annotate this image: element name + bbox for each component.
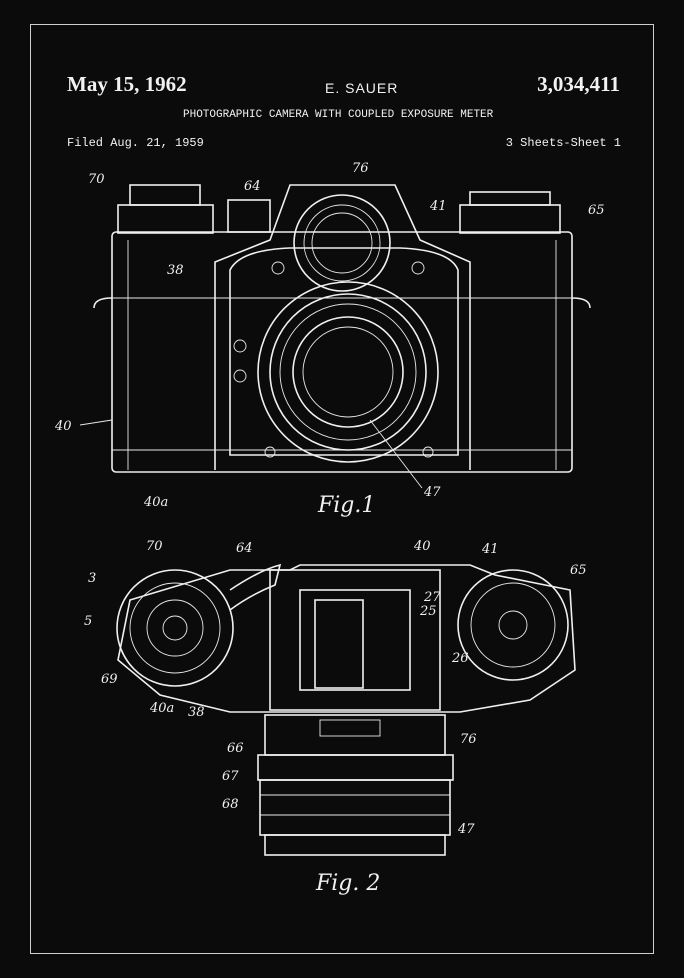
svg-text:41: 41: [481, 542, 499, 557]
patent-number: 3,034,411: [537, 72, 620, 96]
svg-text:40: 40: [54, 419, 72, 434]
svg-text:65: 65: [588, 203, 605, 218]
figure-1-labels: 70 76 64 41 65 38 40 40a 47 Fig.1: [54, 161, 605, 518]
inventor-name: E. SAUER: [325, 80, 399, 96]
figure-1-caption: Fig.1: [317, 493, 375, 518]
svg-text:66: 66: [227, 741, 244, 756]
svg-text:40a: 40a: [149, 701, 174, 716]
svg-text:3: 3: [88, 571, 96, 586]
svg-text:38: 38: [188, 705, 205, 720]
svg-text:76: 76: [460, 732, 477, 747]
svg-text:26: 26: [451, 651, 469, 666]
svg-text:47: 47: [457, 822, 475, 837]
svg-text:40: 40: [413, 539, 431, 554]
svg-text:25: 25: [419, 604, 437, 619]
sheet-count: 3 Sheets-Sheet 1: [505, 136, 621, 150]
poster-frame: [30, 24, 654, 954]
svg-text:47: 47: [423, 485, 441, 500]
svg-text:76: 76: [352, 161, 369, 176]
svg-text:40a: 40a: [143, 495, 168, 510]
svg-text:64: 64: [236, 541, 253, 556]
svg-text:64: 64: [244, 179, 261, 194]
svg-text:67: 67: [222, 769, 239, 784]
patent-title: PHOTOGRAPHIC CAMERA WITH COUPLED EXPOSUR…: [183, 109, 494, 121]
svg-text:38: 38: [167, 263, 184, 278]
svg-text:69: 69: [101, 672, 118, 687]
svg-text:70: 70: [88, 172, 105, 187]
figure-1-camera-front: [93, 184, 591, 473]
svg-text:5: 5: [84, 614, 92, 629]
filed-date: Filed Aug. 21, 1959: [67, 136, 204, 150]
svg-text:70: 70: [146, 539, 163, 554]
svg-text:65: 65: [570, 563, 587, 578]
svg-text:41: 41: [429, 199, 447, 214]
svg-text:68: 68: [222, 797, 239, 812]
figure-2-camera-top: [116, 563, 576, 856]
svg-text:27: 27: [423, 590, 441, 605]
figure-2-caption: Fig. 2: [315, 871, 380, 896]
patent-date: May 15, 1962: [67, 72, 187, 96]
figure-2-labels: 70 64 40 41 65 3 5 27 25 26 69 40a 38 66…: [84, 539, 587, 896]
